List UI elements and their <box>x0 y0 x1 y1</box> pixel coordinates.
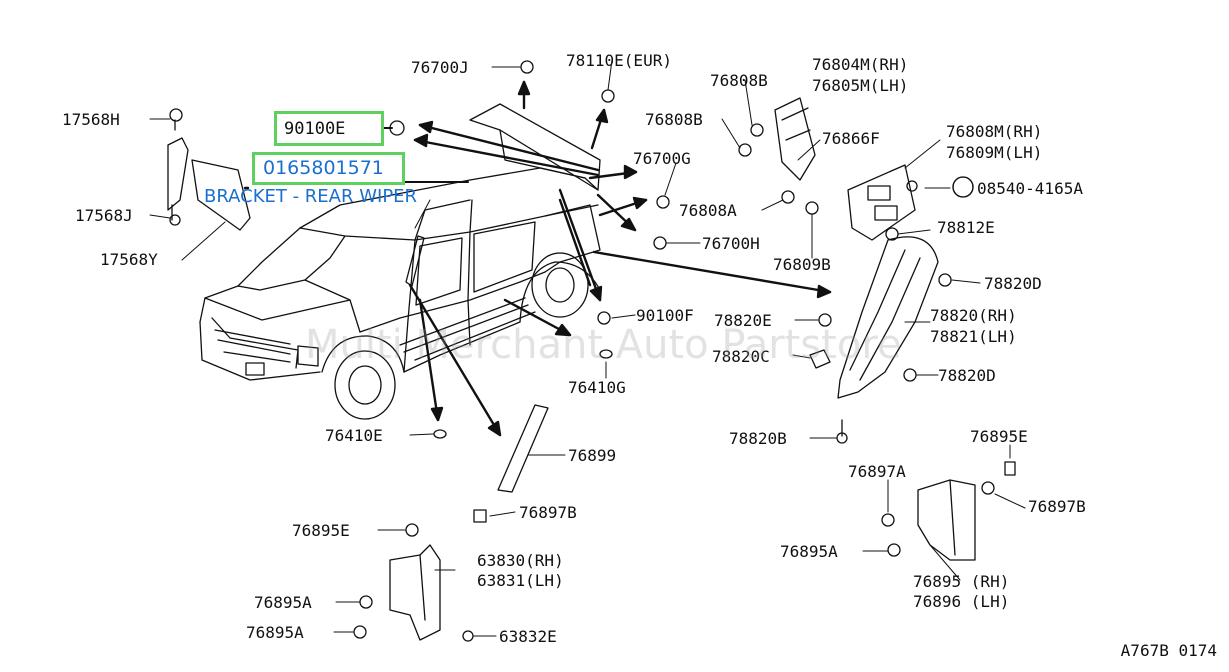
label-78820d-b: 78820D <box>938 366 996 385</box>
label-76897b-right: 76897B <box>1028 497 1086 516</box>
label-78820rh: 78820(RH) <box>930 306 1017 325</box>
label-78110e: 78110E(EUR) <box>566 51 672 70</box>
label-78812e: 78812E <box>937 218 995 237</box>
label-90100f: 90100F <box>636 306 694 325</box>
mud-flap-rear <box>917 479 976 561</box>
part-labels: 76700J 78110E(EUR) 76808B 76804M(RH) 768… <box>62 51 1086 646</box>
label-76700g: 76700G <box>633 149 691 168</box>
label-76897b-left: 76897B <box>519 503 577 522</box>
label-17568y: 17568Y <box>100 250 158 269</box>
label-78820e: 78820E <box>714 311 772 330</box>
label-76805m: 76805M(LH) <box>812 76 908 95</box>
label-76808b-top: 76808B <box>710 71 768 90</box>
label-63830: 63830(RH) <box>477 551 564 570</box>
mud-flap-front <box>389 544 441 641</box>
label-76410g: 76410G <box>568 378 626 397</box>
screw-symbol <box>952 176 974 198</box>
vehicle-outline <box>199 103 601 420</box>
label-76866f: 76866F <box>822 129 880 148</box>
label-76808b-mid: 76808B <box>645 110 703 129</box>
highlight-part-number-box[interactable]: 0165801571 <box>252 152 405 185</box>
label-76895a-right: 76895A <box>780 542 838 561</box>
label-78820b: 78820B <box>729 429 787 448</box>
label-76895rh: 76895 (RH) <box>913 572 1009 591</box>
label-76809b: 76809B <box>773 255 831 274</box>
label-76700h: 76700H <box>702 234 760 253</box>
label-76895a-left-1: 76895A <box>254 593 312 612</box>
watermark: Multi Merchant Auto Partstore <box>305 322 902 368</box>
label-76896lh: 76896 (LH) <box>913 592 1009 611</box>
highlight-90100e-box: 90100E <box>274 111 384 146</box>
label-76895e-left: 76895E <box>292 521 350 540</box>
label-63832e: 63832E <box>499 627 557 646</box>
part-number-text[interactable]: 0165801571 <box>263 157 384 179</box>
highlight-90100e-text: 90100E <box>284 119 346 139</box>
side-molding-76899 <box>497 404 549 493</box>
label-78821lh: 78821(LH) <box>930 327 1017 346</box>
spoiler-bracket-set <box>774 97 916 241</box>
label-78820d-a: 78820D <box>984 274 1042 293</box>
bracket-caption: BRACKET - REAR WIPER <box>204 186 418 207</box>
label-76895e-right: 76895E <box>970 427 1028 446</box>
label-76809m: 76809M(LH) <box>946 143 1042 162</box>
label-76804m: 76804M(RH) <box>812 55 908 74</box>
label-76808m: 76808M(RH) <box>946 122 1042 141</box>
assembly-arrows <box>243 80 832 437</box>
rear-wiper-bracket <box>167 108 251 231</box>
label-76410e: 76410E <box>325 426 383 445</box>
label-76899: 76899 <box>568 446 616 465</box>
label-78820c: 78820C <box>712 347 770 366</box>
leader-lines <box>149 59 1026 637</box>
label-08540: 08540-4165A <box>977 179 1083 198</box>
label-76897a: 76897A <box>848 462 906 481</box>
label-76808a: 76808A <box>679 201 737 220</box>
label-76895a-left-2: 76895A <box>246 623 304 642</box>
label-63831: 63831(LH) <box>477 571 564 590</box>
rear-fender-flare <box>837 236 939 399</box>
label-76700j: 76700J <box>411 58 469 77</box>
diagram-code: A767B 0174 <box>1120 641 1217 660</box>
label-17568h: 17568H <box>62 110 120 129</box>
label-17568j: 17568J <box>75 206 133 225</box>
